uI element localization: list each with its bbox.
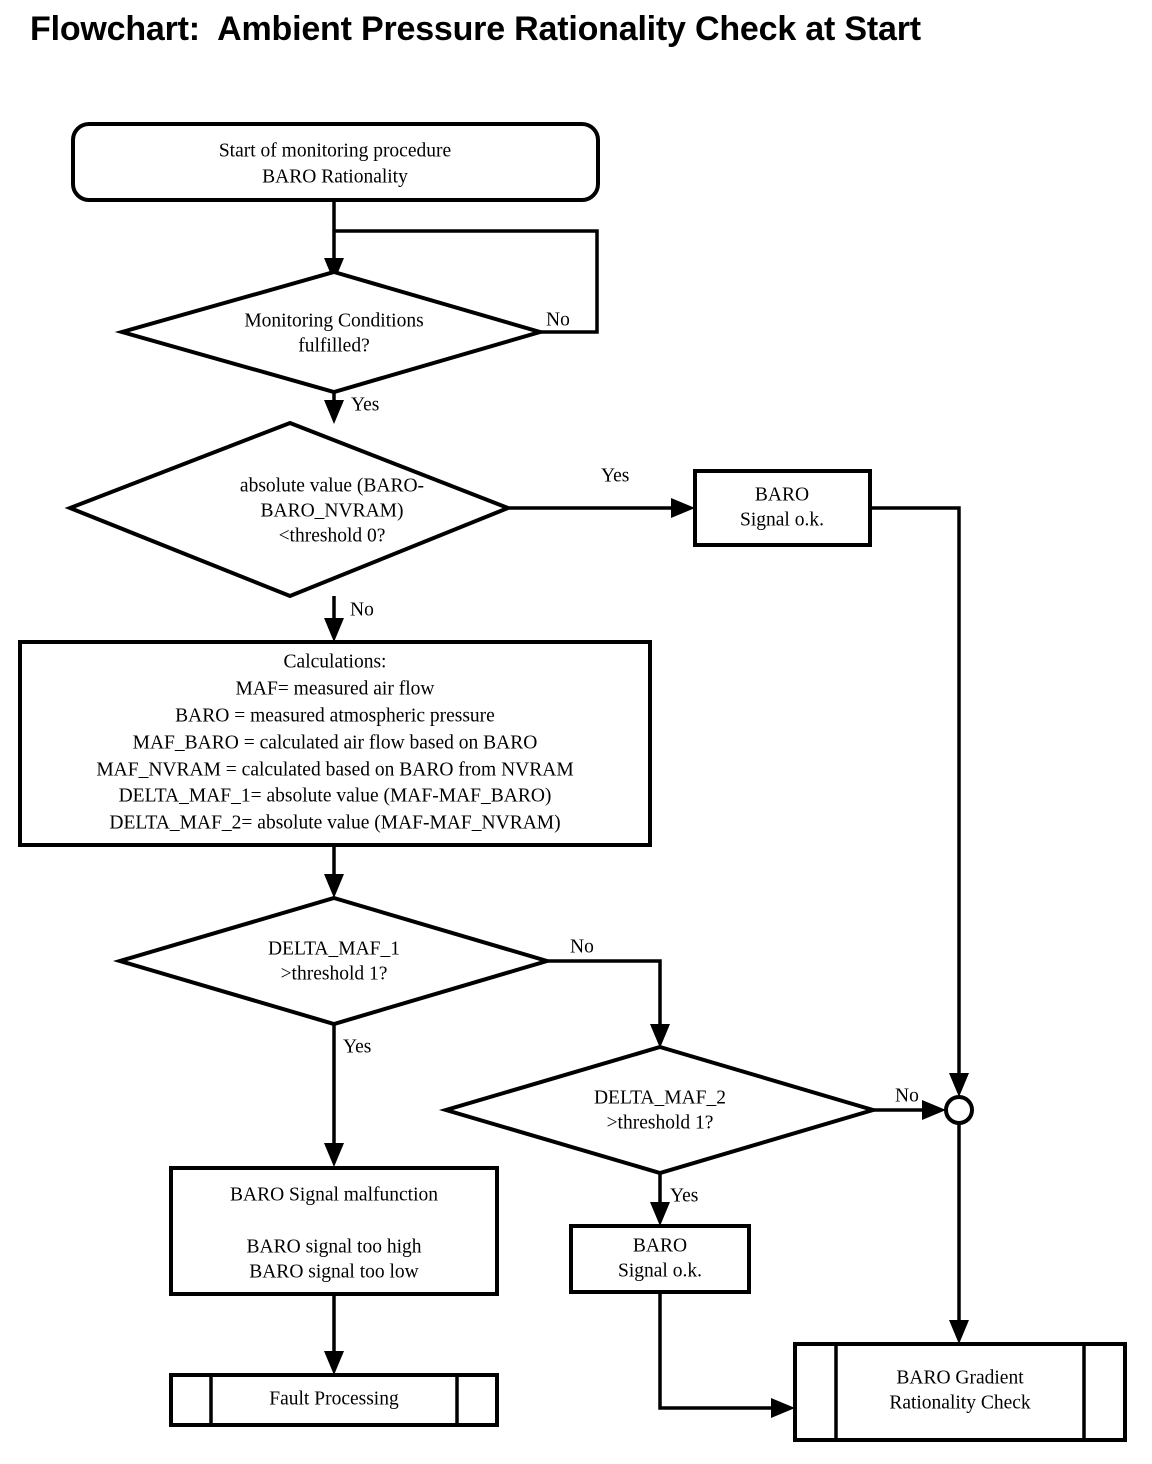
node-start-line-2: BARO Rationality: [262, 166, 408, 187]
node-baro-gradient-rationality-check[interactable]: BARO Gradient Rationality Check: [793, 1342, 1127, 1442]
node-start[interactable]: Start of monitoring procedure BARO Ratio…: [71, 122, 600, 202]
node-fault-processing[interactable]: Fault Processing: [169, 1373, 499, 1427]
edge-delta2-no: [873, 1100, 946, 1120]
node-baro-ok-top-line-1: BARO: [755, 484, 809, 505]
page-title: Flowchart: Ambient Pressure Rationality …: [30, 10, 921, 48]
node-malfunction-line-1: BARO Signal malfunction: [230, 1184, 438, 1205]
node-calculations[interactable]: Calculations: MAF= measured air flow BAR…: [18, 640, 652, 847]
node-delta1-line-1: DELTA_MAF_1: [268, 938, 400, 959]
node-malfunction-line-4: BARO signal too low: [249, 1261, 419, 1282]
edge-baroook-bottom-to-gradient: [658, 1291, 795, 1418]
edge-label-threshold0-no: No: [350, 599, 374, 620]
edge-label-delta1-yes: Yes: [343, 1036, 371, 1057]
node-baro-signal-ok-top[interactable]: BARO Signal o.k.: [693, 469, 872, 547]
node-delta2-line-2: >threshold 1?: [607, 1112, 714, 1133]
node-baro-ok-bottom-line-1: BARO: [633, 1235, 687, 1256]
edge-label-conditions-yes: Yes: [351, 394, 379, 415]
edge-conditions-no-loop: [334, 229, 599, 334]
edge-threshold0-no: [324, 596, 344, 642]
node-calculations-line-7: DELTA_MAF_2= absolute value (MAF-MAF_NVR…: [109, 812, 560, 833]
edge-calculations-to-delta1: [324, 845, 344, 898]
node-baro-signal-ok-bottom[interactable]: BARO Signal o.k.: [569, 1224, 751, 1294]
node-baro-ok-bottom-line-2: Signal o.k.: [618, 1260, 702, 1281]
edge-malfunction-to-fault: [324, 1294, 344, 1375]
edge-start-to-conditions: [324, 200, 344, 282]
node-baro-gradient-line-1: BARO Gradient: [896, 1367, 1024, 1388]
node-baro-signal-malfunction[interactable]: BARO Signal malfunction BARO signal too …: [169, 1166, 499, 1296]
edge-delta1-yes: [324, 1024, 344, 1167]
node-delta1-line-2: >threshold 1?: [281, 963, 388, 984]
node-threshold0-line-2: BARO_NVRAM): [260, 500, 403, 521]
merge-junction-circle[interactable]: [944, 1095, 974, 1125]
edge-junction-to-gradient: [949, 1124, 969, 1344]
edge-delta1-no: [547, 959, 670, 1048]
edge-barook-top-to-junction: [870, 506, 969, 1097]
node-calculations-line-3: BARO = measured atmospheric pressure: [175, 705, 495, 726]
node-calculations-line-2: MAF= measured air flow: [236, 678, 435, 699]
edge-threshold0-yes: [508, 498, 695, 518]
node-calculations-line-5: MAF_NVRAM = calculated based on BARO fro…: [96, 759, 573, 780]
edge-label-delta2-no: No: [895, 1085, 919, 1106]
node-delta2-line-1: DELTA_MAF_2: [594, 1087, 726, 1108]
node-calculations-line-4: MAF_BARO = calculated air flow based on …: [133, 732, 538, 753]
node-conditions-line-2: fulfilled?: [298, 335, 369, 356]
edge-delta2-yes: [650, 1173, 670, 1226]
node-calculations-line-6: DELTA_MAF_1= absolute value (MAF-MAF_BAR…: [119, 785, 552, 806]
node-threshold0-line-1: absolute value (BARO-: [240, 475, 424, 496]
edge-label-delta2-yes: Yes: [670, 1185, 698, 1206]
node-conditions-line-1: Monitoring Conditions: [244, 310, 423, 331]
node-decision-delta-maf-1[interactable]: DELTA_MAF_1 >threshold 1?: [112, 895, 555, 1027]
node-baro-ok-top-line-2: Signal o.k.: [740, 509, 824, 530]
edge-label-threshold0-yes: Yes: [601, 465, 629, 486]
edge-label-delta1-no: No: [570, 936, 594, 957]
edge-label-conditions-no: No: [546, 309, 570, 330]
node-start-line-1: Start of monitoring procedure: [219, 140, 451, 161]
node-baro-gradient-line-2: Rationality Check: [889, 1392, 1031, 1413]
node-decision-threshold-0[interactable]: absolute value (BARO- BARO_NVRAM) <thres…: [64, 420, 514, 599]
node-fault-processing-label: Fault Processing: [269, 1388, 399, 1409]
node-decision-delta-maf-2[interactable]: DELTA_MAF_2 >threshold 1?: [438, 1044, 881, 1176]
edge-conditions-yes: [324, 392, 344, 424]
node-malfunction-line-3: BARO signal too high: [247, 1236, 422, 1257]
node-calculations-line-1: Calculations:: [284, 651, 387, 672]
node-threshold0-line-3: <threshold 0?: [279, 525, 386, 546]
node-decision-monitoring-conditions[interactable]: Monitoring Conditions fulfilled?: [114, 269, 548, 395]
